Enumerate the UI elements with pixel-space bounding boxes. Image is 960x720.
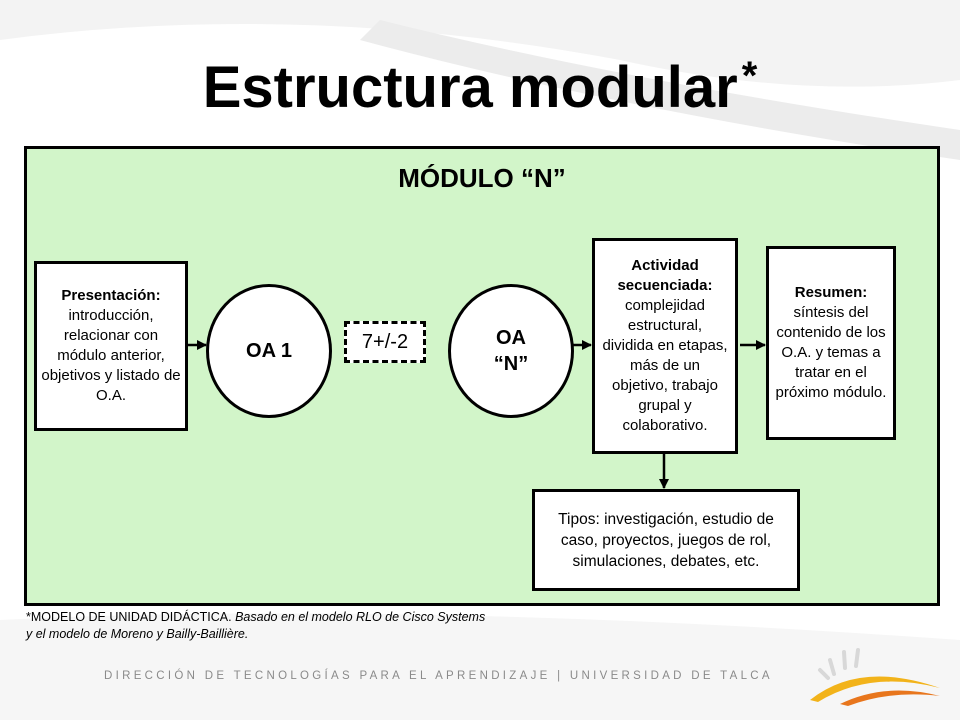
types-box: Tipos: investigación, estudio de caso, p… — [532, 489, 800, 591]
activity-box: Actividad secuenciada: complejidad estru… — [592, 238, 738, 454]
types-text: Tipos: investigación, estudio de caso, p… — [558, 510, 774, 570]
presentation-text: introducción, relacionar con módulo ante… — [41, 307, 181, 404]
oa1-circle: OA 1 — [206, 284, 332, 418]
title-asterisk: * — [741, 54, 758, 98]
summary-heading: Resumen: — [794, 284, 868, 301]
range-label: 7+/-2 — [361, 330, 409, 353]
presentation-heading: Presentación: — [61, 287, 161, 304]
slide-title-text: Estructura modular — [202, 55, 738, 120]
activity-heading: Actividad secuenciada: — [617, 257, 713, 294]
activity-text: complejidad estructural, dividida en eta… — [602, 297, 728, 434]
footnote-italic: Basado en el modelo RLO de Cisco Systems… — [26, 610, 486, 641]
footnote-prefix: *MODELO DE UNIDAD DIDÁCTICA. — [26, 610, 232, 624]
footer-institution: DIRECCIÓN DE TECNOLOGÍAS PARA EL APRENDI… — [104, 670, 773, 682]
university-logo-icon — [810, 648, 940, 706]
presentation-box: Presentación: introducción, relacionar c… — [34, 261, 188, 431]
module-title: MÓDULO “N” — [398, 163, 566, 193]
oan-circle: OA “N” — [448, 284, 574, 418]
slide-title: Estructura modular* — [0, 54, 960, 121]
summary-box: Resumen: síntesis del contenido de los O… — [766, 246, 896, 440]
oan-label-line2: “N” — [493, 353, 529, 375]
oa1-label: OA 1 — [246, 340, 292, 362]
range-dashed-box: 7+/-2 — [344, 321, 426, 363]
summary-text: síntesis del contenido de los O.A. y tem… — [775, 304, 887, 401]
oan-label-line1: OA — [496, 327, 526, 349]
footnote: *MODELO DE UNIDAD DIDÁCTICA. Basado en e… — [26, 609, 486, 643]
